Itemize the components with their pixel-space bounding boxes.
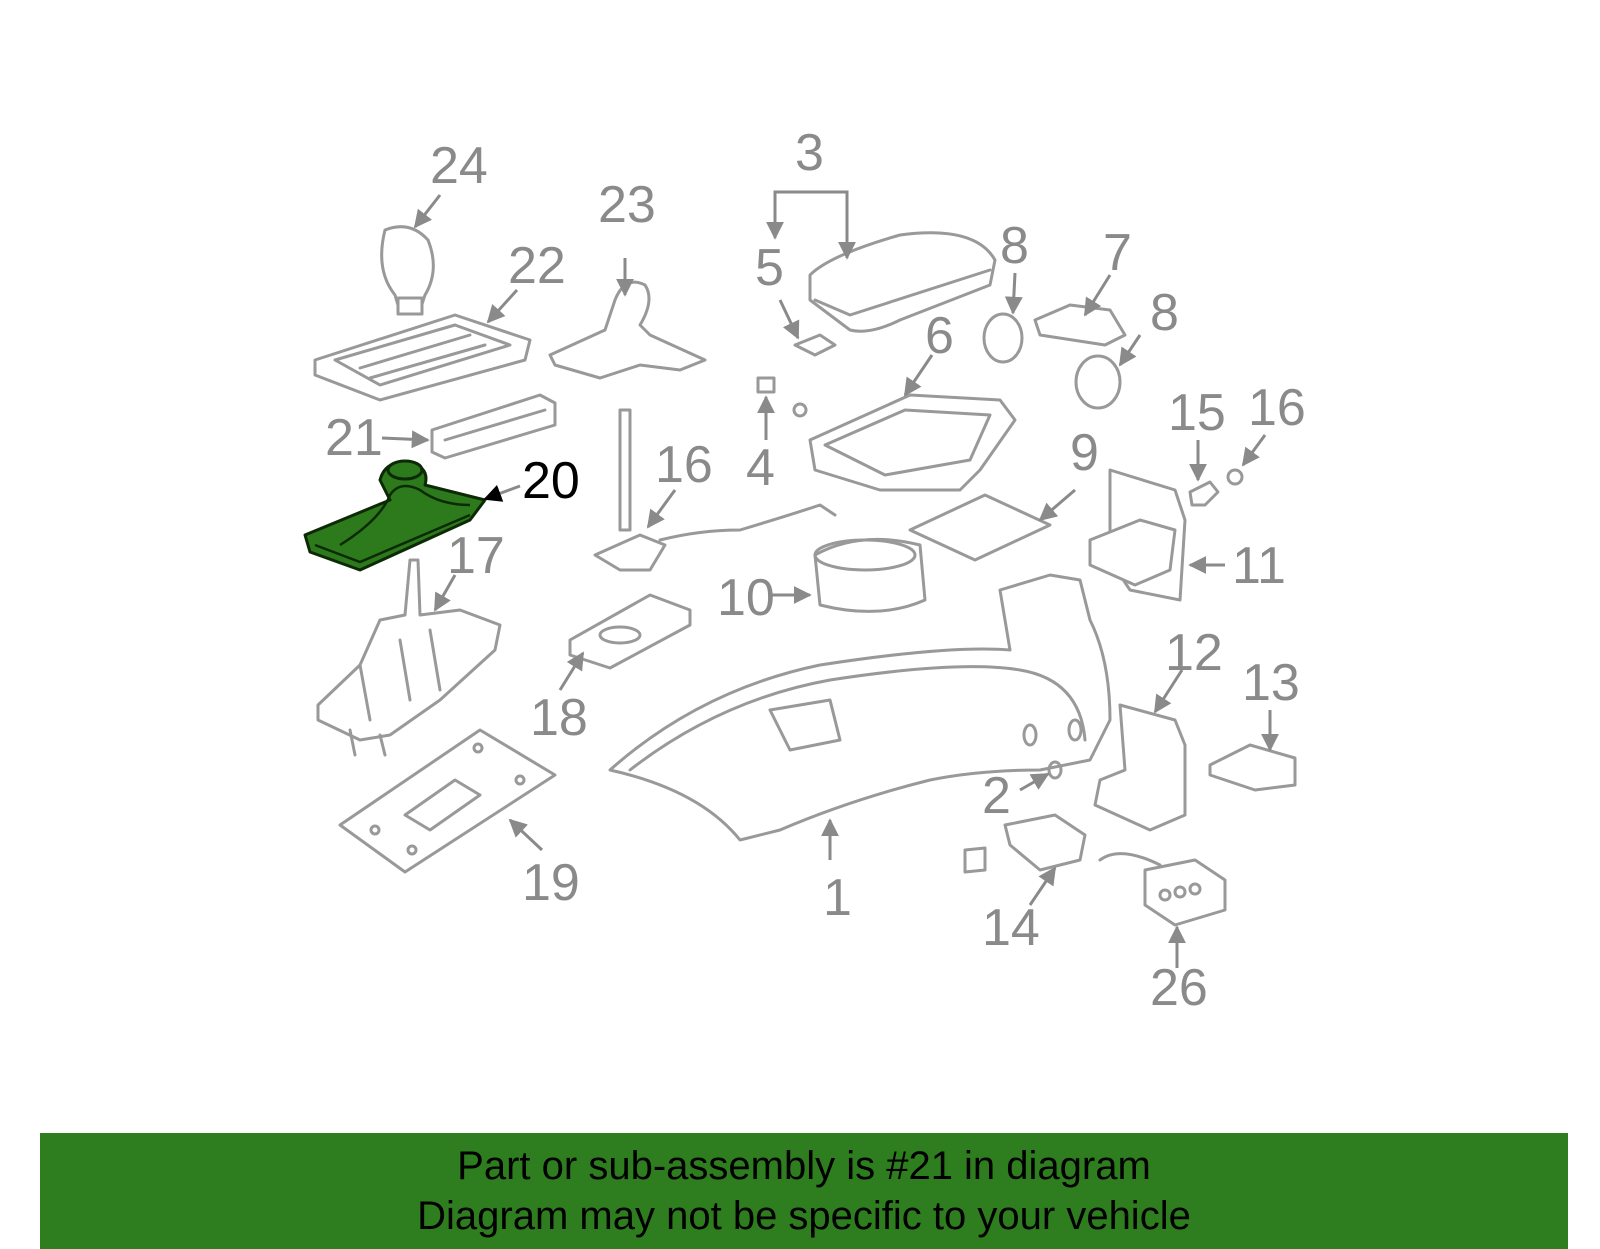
part-6-storage-bin <box>808 393 1017 492</box>
callout-24: 23 <box>598 176 656 234</box>
info-banner: Part or sub-assembly is #21 in diagram D… <box>40 1133 1568 1249</box>
callout-16: 16 <box>1248 379 1306 437</box>
callout-11: 11 <box>1232 537 1286 595</box>
part-18-shifter-assembly <box>316 558 502 757</box>
callout-10: 10 <box>717 569 775 627</box>
part-1-console <box>608 573 1112 842</box>
callout-18: 17 <box>447 527 505 585</box>
callout-14: 14 <box>982 899 1040 957</box>
callout-labels: 24 22 21 20 17 19 23 16 18 10 3 5 4 6 8 … <box>325 124 1306 1017</box>
banner-line-1: Part or sub-assembly is #21 in diagram <box>457 1144 1151 1188</box>
callout-23: 22 <box>508 237 566 295</box>
callout-20: 19 <box>522 854 580 912</box>
callout-19: 18 <box>530 689 588 747</box>
part-13-module <box>1208 743 1297 792</box>
callout-8-lower: 8 <box>1150 284 1179 342</box>
part-7-bracket <box>1033 303 1127 347</box>
callout-3: 3 <box>795 124 824 182</box>
banner-line-2: Diagram may not be specific to your vehi… <box>417 1194 1191 1238</box>
part-8-ring-lower <box>1074 354 1122 410</box>
part-23-trim-plate <box>313 313 532 402</box>
part-24-manual-boot <box>548 280 707 380</box>
callout-2: 2 <box>982 767 1011 825</box>
part-25-shift-knob <box>380 225 435 316</box>
part-8-ring-upper <box>982 312 1024 364</box>
callout-17: 16 <box>655 436 713 494</box>
part-10-cupholder <box>813 537 927 613</box>
callout-15: 15 <box>1168 384 1226 442</box>
part-14-bracket <box>1003 813 1087 872</box>
part-16-clip <box>1226 468 1244 486</box>
part-5-clip <box>793 333 837 357</box>
callout-12: 12 <box>1165 624 1223 682</box>
part-15-bolt <box>1188 480 1220 507</box>
part-11-side-panel <box>1088 468 1187 602</box>
callout-4: 4 <box>746 439 775 497</box>
part-22-indicator <box>430 393 557 460</box>
callout-9: 9 <box>1070 424 1099 482</box>
part-4-washer <box>792 402 808 418</box>
callout-arrows <box>381 190 1279 968</box>
part-17-lever-cable <box>593 408 837 572</box>
part-20-base-plate <box>338 728 557 874</box>
part-3-armrest-lid <box>808 231 997 333</box>
part-4-plug <box>756 376 776 394</box>
part-14-clip <box>963 846 987 874</box>
part-2-plug <box>1047 760 1063 780</box>
callout-21: 20 <box>522 452 580 510</box>
callout-5: 5 <box>755 239 784 297</box>
part-26-connector <box>1098 852 1227 927</box>
callout-7: 7 <box>1103 224 1132 282</box>
callout-1: 1 <box>823 869 852 927</box>
part-19-gate <box>568 593 692 670</box>
callout-8-upper: 8 <box>1000 217 1029 275</box>
part-21-shift-boot-bezel <box>303 459 487 572</box>
part-9-mat <box>908 493 1052 562</box>
callout-26: 26 <box>1150 959 1208 1017</box>
callout-6: 6 <box>925 307 954 365</box>
callout-13: 13 <box>1242 654 1300 712</box>
callout-25: 24 <box>430 137 488 195</box>
part-12-bracket <box>1093 703 1187 832</box>
callout-22: 21 <box>325 409 383 467</box>
